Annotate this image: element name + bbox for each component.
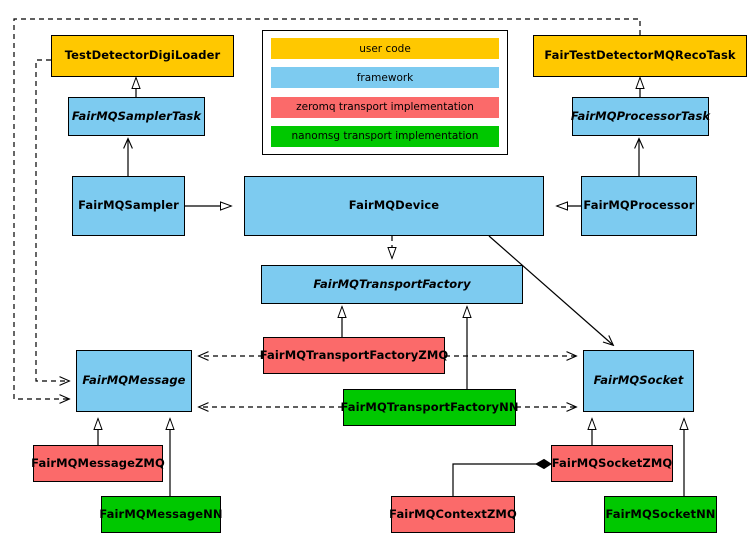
class-node-FairMQMessage[interactable]: FairMQMessage xyxy=(76,350,192,412)
legend-label-nanomsg: nanomsg transport implementation xyxy=(291,130,479,143)
legend-item-framework: framework xyxy=(271,67,499,89)
class-node-FairMQDevice[interactable]: FairMQDevice xyxy=(244,176,544,236)
class-node-FairMQSampler[interactable]: FairMQSampler xyxy=(72,176,185,236)
legend: user code framework zeromq transport imp… xyxy=(262,30,508,155)
legend-item-zeromq: zeromq transport implementation xyxy=(271,96,499,118)
class-node-FairMQProcessorTask[interactable]: FairMQProcessorTask xyxy=(571,97,710,136)
class-node-FairMQProcessor[interactable]: FairMQProcessor xyxy=(581,176,697,236)
edge-digiloader-to-message xyxy=(35,59,69,381)
class-node-FairTestDetectorMQRecoTask[interactable]: FairTestDetectorMQRecoTask xyxy=(533,35,747,77)
class-node-FairMQSocket[interactable]: FairMQSocket xyxy=(583,350,694,412)
class-node-FairMQTransportFactoryNN[interactable]: FairMQTransportFactoryNN xyxy=(340,389,518,426)
class-node-FairMQContextZMQ[interactable]: FairMQContextZMQ xyxy=(389,496,517,533)
class-node-FairMQSamplerTask[interactable]: FairMQSamplerTask xyxy=(68,97,205,136)
class-node-TestDetectorDigiLoader[interactable]: TestDetectorDigiLoader xyxy=(51,35,234,77)
legend-item-nanomsg: nanomsg transport implementation xyxy=(271,125,499,147)
class-node-FairMQSocketNN[interactable]: FairMQSocketNN xyxy=(604,496,717,533)
legend-label-framework: framework xyxy=(356,71,414,84)
edge-socketzmq-composes-contextzmq xyxy=(452,458,552,496)
legend-label-user-code: user code xyxy=(359,42,411,55)
legend-label-zeromq: zeromq transport implementation xyxy=(296,101,474,114)
class-node-FairMQSocketZMQ[interactable]: FairMQSocketZMQ xyxy=(551,445,673,482)
class-node-FairMQMessageZMQ[interactable]: FairMQMessageZMQ xyxy=(31,445,165,482)
legend-item-user-code: user code xyxy=(271,38,499,59)
class-node-FairMQTransportFactoryZMQ[interactable]: FairMQTransportFactoryZMQ xyxy=(260,337,448,374)
class-node-FairMQTransportFactory[interactable]: FairMQTransportFactory xyxy=(261,265,523,304)
class-node-FairMQMessageNN[interactable]: FairMQMessageNN xyxy=(99,496,223,533)
